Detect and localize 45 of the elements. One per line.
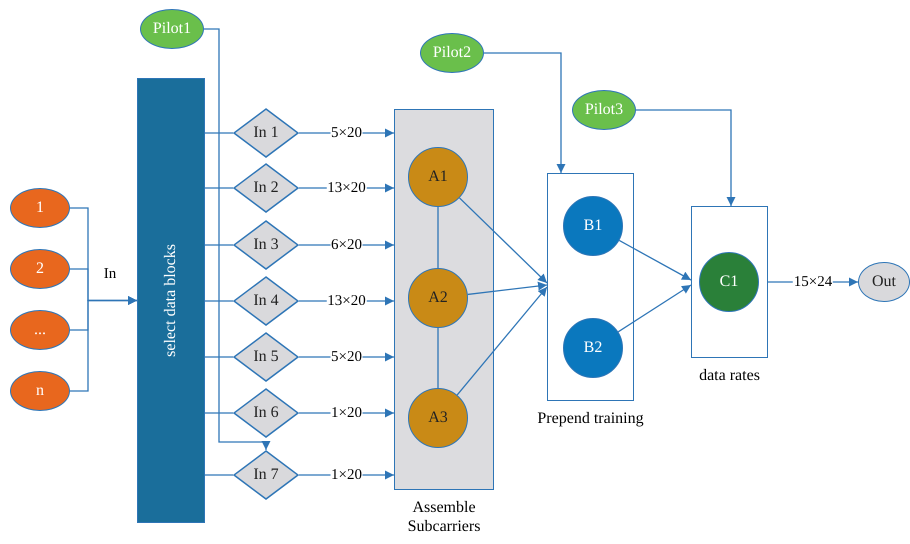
group-title: data rates <box>698 366 761 385</box>
connector-line <box>205 132 233 134</box>
arrow <box>70 296 137 392</box>
node-label: Out <box>872 273 896 291</box>
output-oval <box>858 262 910 302</box>
node-label: In 6 <box>253 404 279 422</box>
arrow <box>618 240 692 281</box>
node-label: In 3 <box>253 236 279 254</box>
arrow <box>456 286 548 396</box>
node-label: Pilot2 <box>432 44 472 62</box>
node-label: In 5 <box>253 348 279 366</box>
connector-line <box>437 207 439 268</box>
node-label: n <box>36 382 44 400</box>
connector-line <box>205 300 233 302</box>
node-label: In 2 <box>253 179 279 197</box>
node-label: ... <box>34 321 46 339</box>
arrow <box>618 284 692 332</box>
node-label: In 7 <box>253 466 279 484</box>
connector-line <box>205 187 233 189</box>
connector-line <box>205 356 233 358</box>
node-label: C1 <box>720 273 738 291</box>
node-label: In 4 <box>253 292 279 310</box>
node-label: Pilot3 <box>584 101 624 119</box>
arrow <box>484 52 566 173</box>
connector-line <box>437 328 439 388</box>
connector-line <box>205 412 233 414</box>
node-label: A1 <box>428 168 448 186</box>
node-label: 2 <box>36 260 44 278</box>
group-title: Assemble Subcarriers <box>406 498 482 536</box>
connector-line <box>205 244 233 246</box>
node-label: B2 <box>584 339 602 357</box>
node-label: A3 <box>428 409 448 427</box>
arrow <box>459 197 548 284</box>
connector-line <box>205 474 233 476</box>
group-title: Prepend training <box>536 409 645 428</box>
node-label: In 1 <box>253 124 279 142</box>
node-label: Pilot1 <box>152 20 192 38</box>
node-label: select data blocks <box>162 244 180 357</box>
arrow <box>204 28 270 450</box>
node-label: A2 <box>428 289 448 307</box>
arrow <box>636 109 736 206</box>
arrow <box>468 282 548 296</box>
node-label: B1 <box>584 217 602 235</box>
process-bar <box>137 78 205 523</box>
node-label: 1 <box>36 199 44 217</box>
